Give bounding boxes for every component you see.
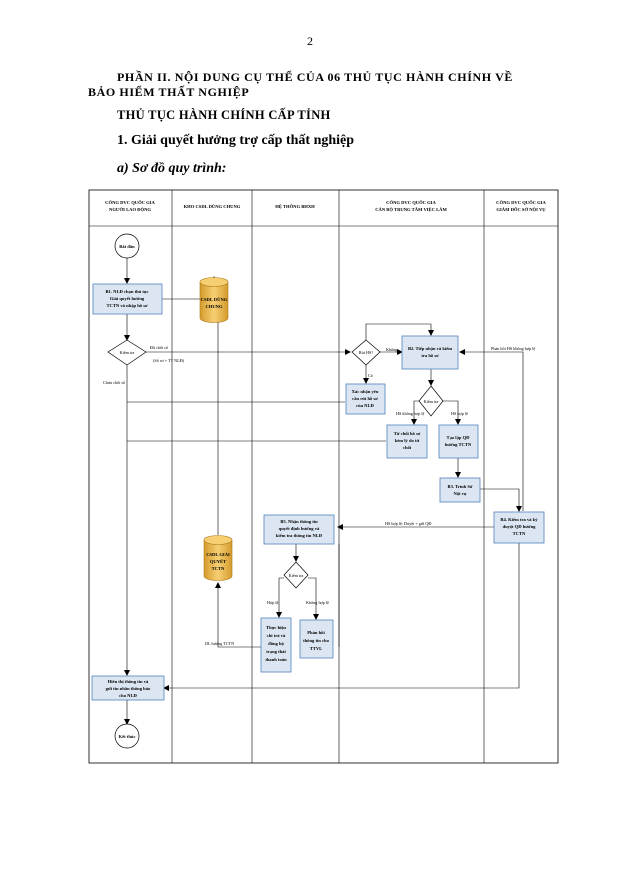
svg-text:đồng bộ: đồng bộ [268, 641, 284, 646]
svg-text:B4. Kiểm tra và ký: B4. Kiểm tra và ký [500, 517, 538, 522]
svg-text:thông tin cho: thông tin cho [303, 638, 329, 643]
svg-text:trạng thái: trạng thái [266, 649, 286, 654]
edge-label-dl-huong: DL hưởng TCTN [205, 641, 234, 646]
node-database-csdl-dung-chung: CSDL DÙNG CHUNG [199, 277, 229, 323]
edge-label-hs-hop-le-duyet: HS hợp lệ: Duyệt + gửi QĐ [385, 521, 431, 526]
edge-label-khong-hop-le: Không hợp lệ [306, 600, 329, 605]
svg-text:cho NLĐ: cho NLĐ [119, 693, 137, 698]
svg-text:QUYẾT: QUYẾT [210, 559, 226, 564]
edge-label-da-chot-so: Đã chốt sổ [150, 345, 168, 350]
svg-text:Xác nhận yêu: Xác nhận yêu [352, 389, 379, 394]
edge-label-so-tt-nld: (Sổ sơ + TT NLĐ) [153, 358, 185, 363]
svg-text:gửi tin nhắn thông báo: gửi tin nhắn thông báo [106, 686, 151, 691]
node-create-decision: Tạo lập QĐ hưởng TCTN [438, 424, 479, 459]
svg-text:kèm lý do từ: kèm lý do từ [395, 438, 420, 443]
svg-text:kiểm tra thông tin NLĐ: kiểm tra thông tin NLĐ [276, 533, 323, 538]
edge-label-co: Có [368, 373, 373, 378]
lane-4-title-line-1: CỔNG DVC QUỐC GIA [386, 200, 436, 205]
node-reject-dossier: Từ chối hồ sơ kèm lý do từ chối [386, 424, 428, 459]
edge-label-khong: Không [386, 347, 398, 352]
subsection-title: a) Sơ đồ quy trình: [117, 161, 227, 176]
svg-text:hưởng TCTN: hưởng TCTN [445, 442, 472, 447]
node-b4-approve: B4. Kiểm tra và ký duyệt QĐ hưởng TCTN [493, 511, 545, 544]
svg-text:của NLĐ: của NLĐ [356, 403, 374, 408]
svg-text:CSDL GIẢI: CSDL GIẢI [206, 552, 230, 557]
svg-text:B3. Trình Sở: B3. Trình Sở [448, 484, 473, 489]
svg-text:quyết định hưởng và: quyết định hưởng và [279, 526, 320, 531]
svg-text:Kết thúc: Kết thúc [119, 734, 136, 739]
svg-text:B5. Nhận thông tin: B5. Nhận thông tin [280, 519, 318, 524]
svg-text:Thực hiện: Thực hiện [266, 625, 286, 630]
svg-text:B1. NLĐ chọn thủ tục: B1. NLĐ chọn thủ tục [105, 289, 148, 294]
svg-text:CSDL DÙNG: CSDL DÙNG [201, 297, 228, 302]
svg-text:TTVL: TTVL [310, 646, 323, 651]
svg-text:chi trả và: chi trả và [267, 633, 286, 638]
svg-text:TCTN: TCTN [513, 531, 526, 536]
section-title: 1. Giải quyết hưởng trợ cấp thất nghiệp [117, 133, 355, 148]
node-b5-receive-decision: B5. Nhận thông tin quyết định hưởng và k… [263, 514, 335, 545]
svg-text:CHUNG: CHUNG [205, 304, 223, 309]
svg-text:Nội vụ: Nội vụ [454, 491, 467, 496]
svg-text:TCTN và nhập hồ sơ: TCTN và nhập hồ sơ [106, 303, 148, 308]
node-decision-kiem-tra-2: Kiểm tra [418, 385, 444, 417]
sub-heading: THỦ TỤC HÀNH CHÍNH CẤP TỈNH [117, 108, 331, 122]
lane-3-title: HỆ THỐNG BHXH [275, 204, 315, 209]
lane-1-title-line-1: CỔNG DVC QUỐC GIA [105, 200, 155, 205]
node-end: Kết thúc [114, 723, 140, 749]
svg-text:Rút HS?: Rút HS? [359, 350, 373, 355]
node-b3-submit: B3. Trình Sở Nội vụ [439, 477, 481, 503]
edge-labels: Đã chốt sổ (Sổ sơ + TT NLĐ) Chưa chốt sổ… [103, 345, 535, 646]
node-database-csdl-giai-quyet: CSDL GIẢI QUYẾT TCTN [203, 535, 233, 581]
node-b2-receive-check: B2. Tiếp nhận và kiểm tra hồ sơ [401, 335, 459, 370]
part-heading-line-2: BẢO HIỂM THẤT NGHIỆP [88, 85, 250, 99]
node-feedback-ttvl: Phản hồi thông tin cho TTVL [299, 619, 334, 659]
swimlane-frame [88, 189, 559, 764]
lane-1-title-line-2: NGƯỜI LAO ĐỘNG [109, 207, 151, 212]
svg-text:Từ chối hồ sơ: Từ chối hồ sơ [394, 431, 421, 436]
svg-text:Giải quyết hưởng: Giải quyết hưởng [110, 296, 145, 301]
svg-text:Phản hồi: Phản hồi [307, 630, 325, 635]
part-heading-line-1: PHẦN II. NỘI DUNG CỤ THỂ CỦA 06 THỦ TỤC … [117, 70, 513, 84]
edge-label-hs-hop-le: HS hợp lệ [451, 411, 468, 416]
lane-2-title: KHO CSDL DÙNG CHUNG [184, 204, 241, 209]
svg-text:B2. Tiếp nhận và kiểm: B2. Tiếp nhận và kiểm [408, 346, 452, 351]
edge-label-phan-hoi-hs: Phản hồi HS không hợp lệ [491, 346, 535, 351]
lane-headers: CỔNG DVC QUỐC GIA NGƯỜI LAO ĐỘNG KHO CSD… [105, 200, 546, 212]
node-start: Bắt đầu [114, 233, 140, 259]
svg-text:duyệt QĐ hưởng: duyệt QĐ hưởng [503, 524, 537, 529]
svg-text:Kiểm tra: Kiểm tra [424, 399, 439, 404]
svg-text:Kiểm tra: Kiểm tra [120, 350, 135, 355]
svg-text:cầu rút hồ sơ: cầu rút hồ sơ [352, 396, 378, 401]
edge-label-hs-khong-hop-le: HS không hợp lệ [396, 411, 425, 416]
lane-5-title-line-2: GIÁM ĐỐC SỞ NỘI VỤ [496, 207, 546, 212]
node-confirm-withdraw: Xác nhận yêu cầu rút hồ sơ của NLĐ [345, 383, 386, 415]
svg-text:Bắt đầu: Bắt đầu [119, 244, 135, 249]
node-display-info: Hiển thị thông tin và gửi tin nhắn thông… [91, 675, 165, 701]
svg-text:Hiển thị thông tin và: Hiển thị thông tin và [108, 679, 149, 684]
svg-text:Tạo lập QĐ: Tạo lập QĐ [447, 435, 471, 440]
svg-text:Kiểm tra: Kiểm tra [289, 573, 304, 578]
page-number: 2 [307, 34, 313, 48]
lane-4-title-line-2: CÁN BỘ TRUNG TÂM VIỆC LÀM [375, 207, 447, 212]
svg-text:tra hồ sơ: tra hồ sơ [421, 353, 439, 358]
edge-label-hop-le: Hợp lệ [267, 600, 279, 605]
lane-5-title-line-1: CỔNG DVC QUỐC GIA [496, 200, 546, 205]
node-b1-select-procedure: B1. NLĐ chọn thủ tục Giải quyết hưởng TC… [92, 283, 163, 315]
svg-text:thanh toán: thanh toán [265, 657, 287, 662]
edge-label-chua-chot-so: Chưa chốt sổ [103, 380, 125, 385]
svg-text:chối: chối [403, 445, 412, 450]
node-decision-kiem-tra-1: Kiểm tra [107, 339, 147, 366]
node-payment: Thực hiện chi trả và đồng bộ trạng thái … [260, 617, 292, 673]
svg-text:TCTN: TCTN [212, 566, 225, 571]
node-decision-kiem-tra-3: Kiểm tra [283, 561, 309, 589]
node-decision-rut-hs: Rút HS? [351, 339, 381, 366]
